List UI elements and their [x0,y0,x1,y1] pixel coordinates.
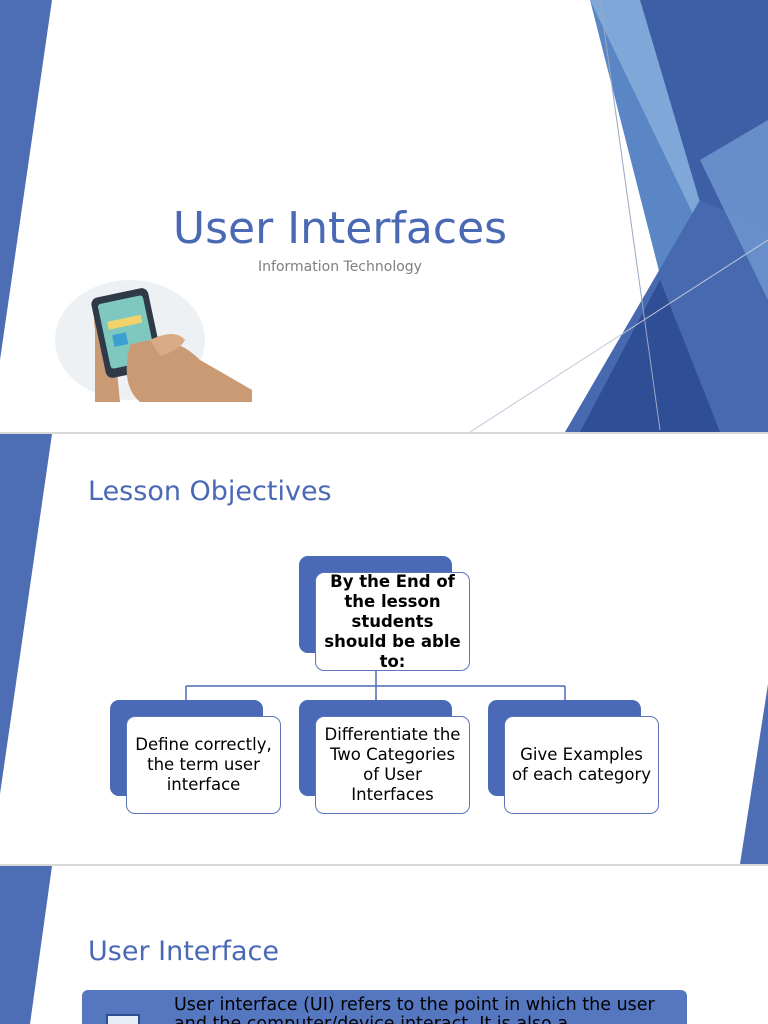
root-node: By the End of the lesson students should… [315,572,470,671]
left-accent-shape [0,434,52,794]
slide-decoration [0,866,52,1024]
slide-heading: User Interface [88,936,280,967]
presentation-title: User Interfaces [172,203,508,254]
child-node-differentiate: Differentiate the Two Categories of User… [315,716,470,814]
definition-box: User interface (UI) refers to the point … [82,990,687,1024]
right-accent-shape [740,684,768,864]
child-node-define: Define correctly, the term user interfac… [126,716,281,814]
child-node-examples: Give Examples of each category [504,716,659,814]
slide-decoration [0,434,768,864]
slide-separator [0,864,768,866]
slide-heading: Lesson Objectives [88,476,332,507]
right-thin-line-1 [599,0,661,431]
slide-lesson-objectives: Lesson Objectives By the End of the less… [0,434,768,864]
right-thin-line-2 [469,239,768,432]
slide-separator [0,432,768,434]
slide-title: User Interfaces Information Technology [0,0,768,432]
right-facet-3 [590,0,720,270]
phone-in-hands-icon [55,280,252,402]
right-facet-6 [700,120,768,300]
left-accent-shape [0,0,52,360]
left-accent-shape [0,866,52,1024]
slide-decoration [0,0,768,432]
definition-text: User interface (UI) refers to the point … [174,995,655,1024]
org-connectors [185,670,566,700]
slide-user-interface: User Interface User interface (UI) refer… [0,866,768,1024]
presentation-subtitle: Information Technology [258,259,422,275]
window-icon [106,1014,140,1024]
